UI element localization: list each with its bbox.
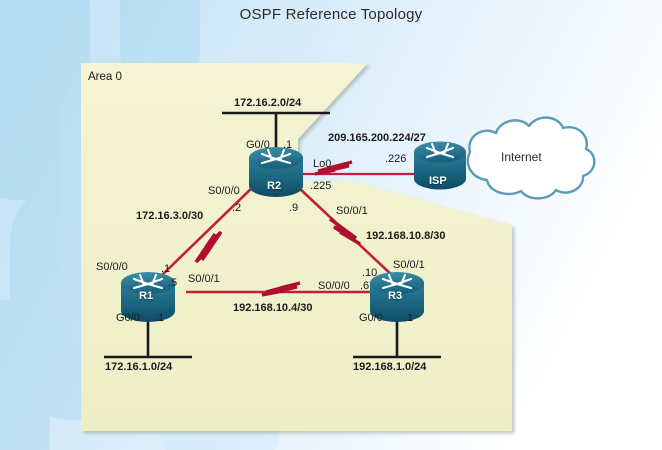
ip-r3-s000: .6 [360,280,370,292]
page-title: OSPF Reference Topology [239,6,423,23]
interface-r3-g00: G0/0 [359,312,383,324]
interface-r2-s001: S0/0/1 [336,205,368,217]
router-label-r3: R3 [388,290,403,302]
network-label-wan-r2-isp: 209.165.200.224/27 [328,132,426,144]
router-r2[interactable] [249,147,303,197]
interface-r2-g00: G0/0 [246,139,270,151]
ip-r2-g00: .1 [283,139,293,151]
ip-r1-s001: .5 [168,277,178,289]
interface-r1-g00: G0/0 [116,312,140,324]
internet-cloud-label: Internet [501,150,542,164]
router-r3[interactable] [370,272,424,322]
lan-bar-r2 [222,111,330,152]
router-label-r2: R2 [267,180,282,192]
ip-r3-s001: .10 [362,267,378,279]
internet-cloud [466,116,596,200]
network-label-wan-r1-r3: 192.168.10.4/30 [233,302,313,314]
lightning-bolt-r1-r2 [194,230,223,264]
network-label-wan-r2-r3: 192.168.10.8/30 [366,230,446,242]
ip-r1-s000: .1 [161,263,171,275]
interface-r2-lo0: Lo0 [313,158,332,170]
network-label-lan-r3: 192.168.1.0/24 [353,361,427,373]
interface-r2-s000: S0/0/0 [208,185,240,197]
lightning-bolt-r2-r3 [328,217,361,246]
network-label-lan-r1: 172.16.1.0/24 [105,361,173,373]
link-r1-r2 [159,181,259,278]
router-r1[interactable] [121,272,175,322]
ip-r2-lo0: .225 [310,180,332,192]
router-label-isp: ISP [429,175,447,187]
router-isp[interactable] [414,141,466,190]
lightning-bolt-r1-r3 [261,281,301,297]
ip-isp: .226 [385,153,407,165]
interface-r3-s000: S0/0/0 [318,280,350,292]
interface-r1-s001: S0/0/1 [188,273,220,285]
ip-r1-g00: .1 [155,312,165,324]
ip-r2-s000: .2 [232,202,242,214]
area-0-label: Area 0 [88,71,122,83]
network-label-wan-r1-r2: 172.16.3.0/30 [136,210,204,222]
network-label-lan-r2: 172.16.2.0/24 [234,97,302,109]
area-0-region [81,63,512,431]
lightning-bolt-r2-isp [314,160,353,176]
interface-r3-s001: S0/0/1 [393,259,425,271]
router-label-r1: R1 [139,290,154,302]
ip-r3-g00: .1 [404,312,414,324]
interface-r1-s000: S0/0/0 [96,261,128,273]
ip-r2-s001: .9 [289,202,299,214]
